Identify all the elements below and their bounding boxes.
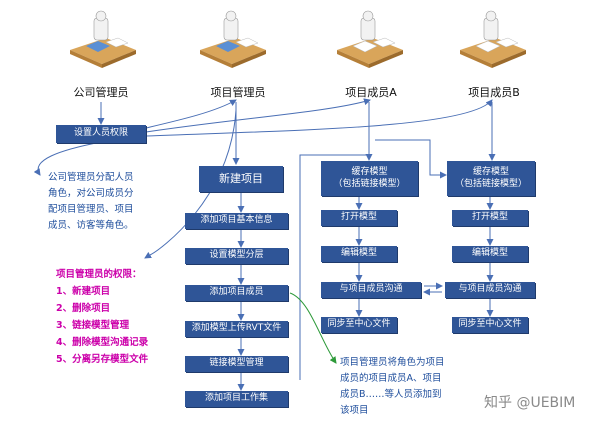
- member-b-cache-box: 缓存模型 （包括链接模型）: [447, 161, 535, 196]
- member-add-note: 项目管理员将角色为项目 成员的项目成员A、项目 成员B……等人员添加到 该项目: [340, 355, 480, 419]
- role-label-member-a: 项目成员A: [345, 86, 397, 99]
- company-admin-figure: [66, 10, 138, 70]
- cache-line: （包括链接模型）: [454, 178, 527, 189]
- admin-rights-title: 项目管理员的权限：: [56, 269, 142, 280]
- new-project-box: 新建项目: [199, 166, 283, 192]
- member-b-figure: [456, 10, 528, 70]
- member-note-line: 该项目: [340, 405, 369, 416]
- cache-line: （包括链接模型）: [333, 178, 406, 189]
- member-note-line: 成员B……等人员添加到: [340, 389, 442, 400]
- set-permissions-box: 设置人员权限: [56, 125, 146, 143]
- member-a-step-box: 编辑模型: [321, 246, 397, 262]
- admin-right-item: 2、删除项目: [56, 303, 111, 314]
- admin-step-box: 链接模型管理: [185, 356, 288, 372]
- person-at-desk-icon: [460, 10, 526, 68]
- member-a-cache-box: 缓存模型 （包括链接模型）: [321, 161, 418, 196]
- role-label-member-b: 项目成员B: [468, 86, 520, 99]
- role-label-company-admin: 公司管理员: [73, 86, 129, 99]
- member-a-step-box: 与项目成员沟通: [321, 282, 421, 298]
- company-note-line: 成员、访客等角色。: [48, 220, 134, 231]
- member-b-step-box: 同步至中心文件: [452, 317, 528, 333]
- admin-right-item: 4、删除模型沟通记录: [56, 337, 149, 348]
- project-admin-figure: [196, 10, 268, 70]
- member-b-step-box: 编辑模型: [452, 246, 528, 262]
- member-b-step-box: 打开模型: [452, 210, 528, 226]
- admin-right-item: 3、链接模型管理: [56, 320, 130, 331]
- person-at-desk-icon: [337, 10, 403, 68]
- cache-line: 缓存模型: [472, 167, 509, 178]
- person-at-desk-icon: [200, 10, 266, 68]
- member-a-step-box: 同步至中心文件: [321, 317, 397, 333]
- admin-right-item: 1、新建项目: [56, 286, 111, 297]
- admin-right-item: 5、分离另存模型文件: [56, 354, 149, 365]
- member-b-step-box: 与项目成员沟通: [445, 282, 535, 298]
- admin-rights-note: 项目管理员的权限： 1、新建项目 2、删除项目 3、链接模型管理 4、删除模型沟…: [56, 266, 186, 368]
- admin-step-box: 添加项目基本信息: [185, 213, 288, 229]
- company-note-line: 配项目管理员、项目: [48, 204, 134, 215]
- member-note-line: 项目管理员将角色为项目: [340, 357, 445, 368]
- admin-step-box: 添加模型上传RVT文件: [185, 321, 288, 337]
- member-note-line: 成员的项目成员A、项目: [340, 373, 442, 384]
- admin-step-box: 设置模型分层: [185, 248, 288, 264]
- cache-line: 缓存模型: [351, 167, 388, 178]
- member-a-figure: [333, 10, 405, 70]
- person-at-desk-icon: [70, 10, 136, 68]
- role-label-project-admin: 项目管理员: [210, 86, 266, 99]
- admin-step-box: 添加项目工作集: [185, 391, 288, 407]
- member-a-step-box: 打开模型: [321, 210, 397, 226]
- admin-step-box: 添加项目成员: [185, 285, 288, 301]
- company-note-line: 角色，对公司成员分: [48, 188, 134, 199]
- watermark: 知乎 @UEBIM: [484, 395, 576, 411]
- company-note-line: 公司管理员分配人员: [48, 172, 134, 183]
- company-admin-note: 公司管理员分配人员 角色，对公司成员分 配项目管理员、项目 成员、访客等角色。: [48, 170, 168, 234]
